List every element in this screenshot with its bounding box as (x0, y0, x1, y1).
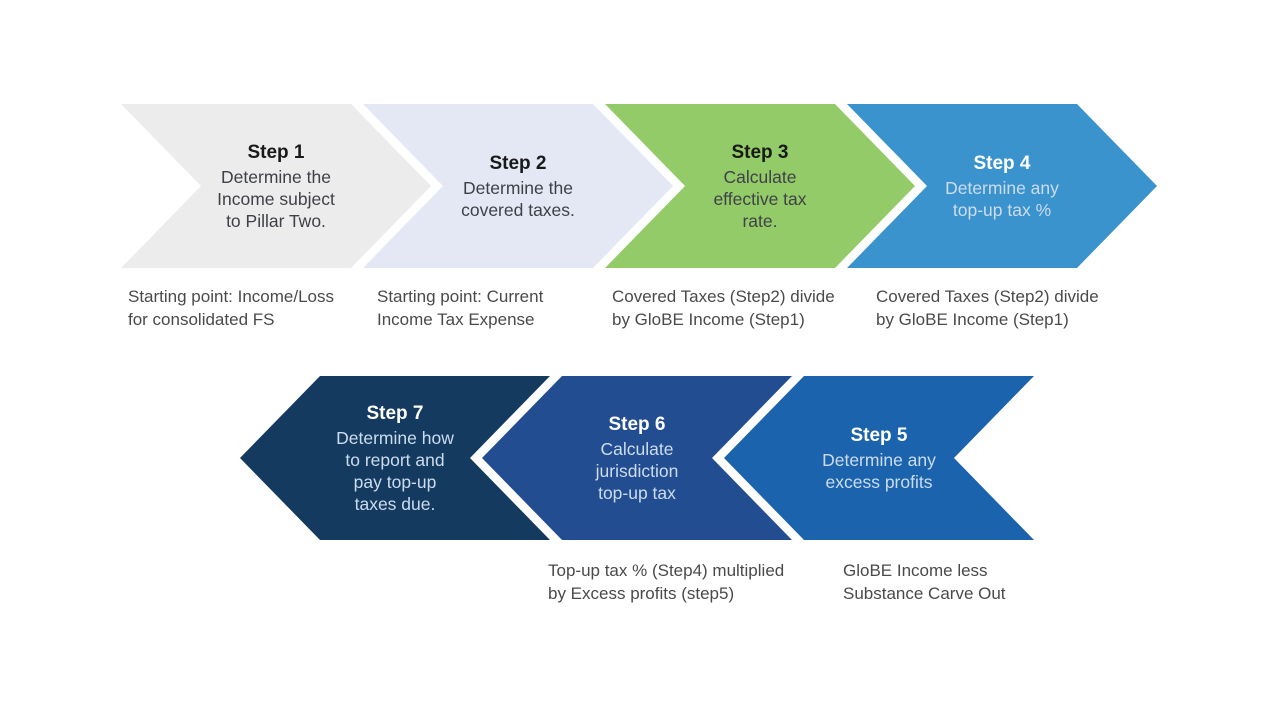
step-2-caption: Starting point: Current Income Tax Expen… (377, 287, 544, 329)
step-6-caption: Top-up tax % (Step4) multiplied by Exces… (548, 561, 785, 603)
step-4-content: Step 4 Determine any top-up tax % (847, 104, 1157, 268)
step-4-body: Determine any top-up tax % (945, 177, 1059, 220)
step-6-title: Step 6 (608, 413, 666, 435)
step-3-content: Step 3 Calculate effective tax rate. (605, 104, 915, 268)
step-4-title: Step 4 (973, 152, 1031, 174)
step-4-caption: Covered Taxes (Step2) divide by GloBE In… (876, 287, 1099, 329)
step-2-body: Determine the covered taxes. (461, 177, 575, 220)
step-1-title: Step 1 (247, 141, 305, 163)
step-7-content: Step 7 Determine how to report and pay t… (240, 376, 550, 540)
step-5-body: Determine any excess profits (822, 449, 936, 492)
step-7-body: Determine how to report and pay top-up t… (336, 427, 454, 514)
step-7-title: Step 7 (366, 402, 424, 424)
step-1-body: Determine the Income subject to Pillar T… (217, 166, 335, 231)
step-1-chevron: Step 1 Determine the Income subject to P… (121, 104, 431, 268)
step-3-caption: Covered Taxes (Step2) divide by GloBE In… (612, 287, 835, 329)
top-step-row: Step 1 Determine the Income subject to P… (121, 104, 1157, 268)
step-3-body: Calculate effective tax rate. (713, 166, 807, 231)
step-6-body: Calculate jurisdiction top-up tax (595, 438, 679, 503)
step-3-title: Step 3 (731, 141, 789, 163)
bottom-step-row: Step 7 Determine how to report and pay t… (240, 376, 1034, 540)
step-1-content: Step 1 Determine the Income subject to P… (121, 104, 431, 268)
step-5-chevron: Step 5 Determine any excess profits (724, 376, 1034, 540)
step-2-title: Step 2 (489, 152, 547, 174)
step-2-content: Step 2 Determine the covered taxes. (363, 104, 673, 268)
step-6-content: Step 6 Calculate jurisdiction top-up tax (482, 376, 792, 540)
step-5-content: Step 5 Determine any excess profits (724, 376, 1034, 540)
step-1-caption: Starting point: Income/Loss for consolid… (128, 287, 335, 329)
step-5-caption: GloBE Income less Substance Carve Out (843, 561, 1006, 603)
step-5-title: Step 5 (850, 424, 908, 446)
